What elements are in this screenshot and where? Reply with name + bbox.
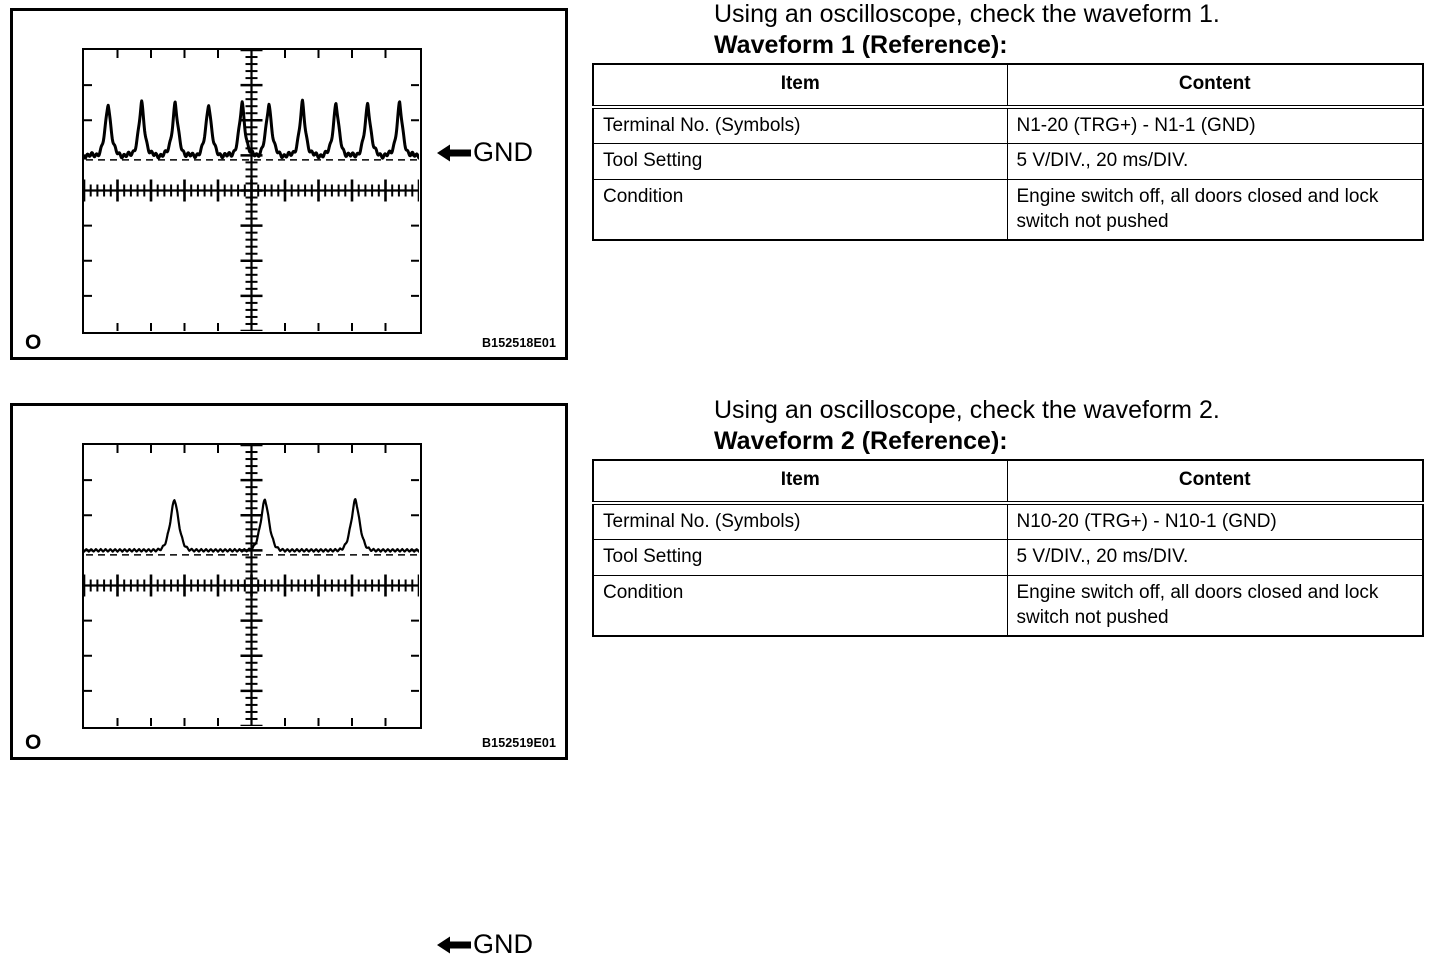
oscilloscope-graticule-2: [82, 443, 422, 729]
origin-label-2: O: [25, 731, 42, 754]
cell-content-terminal: N1-20 (TRG+) - N1-1 (GND): [1006, 104, 1424, 145]
reference-table-2: Item Content Terminal No. (Symbols) N10-…: [592, 459, 1424, 638]
cell-content-terminal: N10-20 (TRG+) - N10-1 (GND): [1006, 500, 1424, 541]
cell-item-condition: Condition: [592, 575, 1008, 637]
column-header-item: Item: [592, 459, 1008, 503]
table-row: Terminal No. (Symbols) N1-20 (TRG+) - N1…: [592, 104, 1424, 145]
graticule-grid-2: [84, 445, 419, 726]
cell-content-tool-setting: 5 V/DIV., 20 ms/DIV.: [1006, 143, 1424, 181]
gnd-label-1: GND: [473, 137, 533, 167]
left-arrow-icon: [437, 144, 471, 161]
instruction-text-1: Using an oscilloscope, check the wavefor…: [714, 0, 1220, 28]
table-row: Condition Engine switch off, all doors c…: [592, 575, 1424, 637]
waveform-figure-2: GND O B152519E01: [10, 403, 568, 958]
table-header-row: Item Content: [592, 459, 1424, 503]
column-header-content: Content: [1006, 459, 1424, 503]
gnd-label-2: GND: [473, 929, 533, 959]
table-row: Tool Setting 5 V/DIV., 20 ms/DIV.: [592, 143, 1424, 181]
table-row: Tool Setting 5 V/DIV., 20 ms/DIV.: [592, 539, 1424, 577]
waveform-heading-1: Waveform 1 (Reference):: [714, 30, 1008, 59]
gnd-marker-1: GND: [437, 139, 533, 166]
cell-content-condition: Engine switch off, all doors closed and …: [1006, 575, 1424, 637]
cell-content-tool-setting: 5 V/DIV., 20 ms/DIV.: [1006, 539, 1424, 577]
left-arrow-icon: [437, 936, 471, 953]
graticule-grid-1: [84, 50, 419, 331]
reference-table-1: Item Content Terminal No. (Symbols) N1-2…: [592, 63, 1424, 242]
waveform-heading-2: Waveform 2 (Reference):: [714, 426, 1008, 455]
cell-item-tool-setting: Tool Setting: [592, 143, 1008, 181]
table-row: Condition Engine switch off, all doors c…: [592, 179, 1424, 241]
table-row: Terminal No. (Symbols) N10-20 (TRG+) - N…: [592, 500, 1424, 541]
waveform-1-section: Using an oscilloscope, check the wavefor…: [592, 0, 1430, 242]
column-header-content: Content: [1006, 63, 1424, 107]
oscilloscope-graticule-1: [82, 48, 422, 334]
table-header-row: Item Content: [592, 63, 1424, 107]
figure-id-1: B152518E01: [482, 336, 556, 350]
cell-item-tool-setting: Tool Setting: [592, 539, 1008, 577]
cell-item-terminal: Terminal No. (Symbols): [592, 104, 1008, 145]
cell-content-condition: Engine switch off, all doors closed and …: [1006, 179, 1424, 241]
figure-id-2: B152519E01: [482, 736, 556, 750]
cell-item-condition: Condition: [592, 179, 1008, 241]
instruction-text-2: Using an oscilloscope, check the wavefor…: [714, 396, 1220, 424]
column-header-item: Item: [592, 63, 1008, 107]
waveform-2-section: Using an oscilloscope, check the wavefor…: [592, 396, 1430, 638]
origin-label-1: O: [25, 331, 42, 354]
cell-item-terminal: Terminal No. (Symbols): [592, 500, 1008, 541]
gnd-marker-2: GND: [437, 931, 533, 958]
waveform-figure-1: GND O B152518E01: [10, 8, 568, 360]
